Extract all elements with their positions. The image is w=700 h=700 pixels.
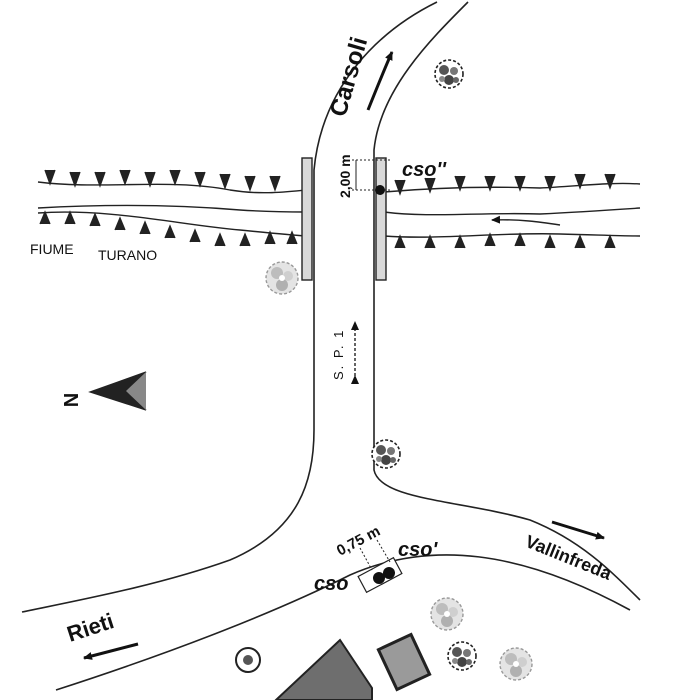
- building-icon: [274, 638, 373, 700]
- road-network: [21, 1, 641, 691]
- cso-double-prime-point: [375, 185, 385, 195]
- river-name-left: FIUME: [30, 241, 74, 257]
- cso-label: cso: [314, 573, 348, 595]
- river-bank-south-east: [383, 232, 641, 238]
- tree-icon: [447, 641, 477, 671]
- carsoli-direction-arrow: [366, 51, 394, 111]
- bridge: [301, 157, 387, 281]
- road-edge-east: [373, 1, 641, 601]
- rieti-direction-arrow: [83, 642, 139, 660]
- river-bank-edge-west: [37, 204, 307, 213]
- junction-box: [357, 539, 403, 594]
- cso-prime-label: cso': [398, 539, 438, 561]
- river-bank-edge-east: [383, 207, 641, 216]
- river-bank-north-east: [383, 182, 641, 193]
- road-label: S. P. 1: [331, 329, 346, 380]
- tree-icon: [430, 597, 464, 631]
- vallinfreda-direction-arrow: [551, 520, 605, 540]
- road-edge-south: [55, 554, 631, 691]
- river-flow-arrow: [491, 215, 561, 226]
- river-bank-north-west: [37, 181, 307, 194]
- bridge-distance-label: 2,00 m: [337, 154, 353, 198]
- north-arrow-icon: N: [61, 371, 147, 411]
- tree-icon: [371, 439, 401, 469]
- river-bank-south-west: [37, 211, 307, 237]
- tree-icon: [265, 261, 299, 295]
- river-turano: [37, 169, 641, 249]
- tree-icon: [499, 647, 533, 681]
- junction-distance-label: 0,75 m: [334, 523, 383, 560]
- road-edge-west: [21, 1, 438, 613]
- cso-point: [373, 572, 385, 584]
- cso-double-prime-label: cso'': [402, 159, 447, 181]
- place-carsoli: Carsoli: [325, 34, 373, 120]
- north-letter: N: [61, 393, 83, 407]
- building-icon: [376, 632, 432, 692]
- bridge-rail-west: [301, 157, 313, 281]
- tree-icon: [434, 59, 464, 89]
- dimension-bridge: [352, 159, 390, 191]
- river-name-right: TURANO: [98, 247, 157, 263]
- well-icon: [235, 647, 261, 673]
- place-rieti: Rieti: [64, 608, 117, 647]
- cso-prime-point: [383, 567, 395, 579]
- bridge-rail-east: [375, 157, 387, 281]
